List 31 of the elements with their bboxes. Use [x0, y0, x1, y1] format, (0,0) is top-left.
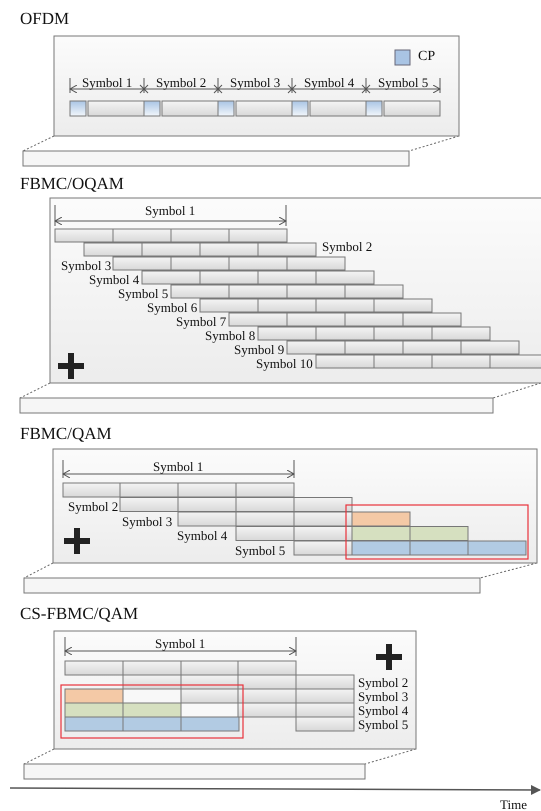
symbol-label: Symbol 3 — [230, 76, 280, 90]
symbol-label: Symbol 5 — [235, 544, 286, 558]
symbol-label: Symbol 4 — [177, 529, 228, 543]
symbol-label: Symbol 5 — [118, 287, 168, 301]
symbol-label: Symbol 2 — [156, 76, 206, 90]
symbol-label: Symbol 4 — [358, 704, 408, 718]
symbol-label: Symbol 1 — [82, 76, 132, 90]
symbol-label: Symbol 3 — [358, 690, 408, 704]
symbol-label: Symbol 3 — [61, 259, 112, 273]
legend-label: CP — [418, 50, 436, 64]
section-title: FBMC/OQAM — [20, 174, 124, 193]
symbol-label: Symbol 9 — [234, 343, 284, 357]
symbol-label: Symbol 6 — [147, 301, 198, 315]
symbol-label: Symbol 4 — [304, 76, 354, 90]
symbol-label: Symbol 7 — [176, 315, 226, 329]
symbol-label: Symbol 1 — [155, 637, 206, 651]
symbol-label: Symbol 2 — [322, 240, 372, 254]
axis-label: Time — [500, 798, 527, 811]
symbol-label: Symbol 2 — [358, 676, 408, 690]
symbol-label: Symbol 1 — [145, 204, 196, 218]
symbol-label: Symbol 5 — [378, 76, 428, 90]
symbol-label: Symbol 4 — [89, 273, 140, 287]
symbol-label: Symbol 8 — [205, 329, 256, 343]
symbol-label: Symbol 3 — [122, 515, 172, 529]
section-title: CS-FBMC/QAM — [20, 604, 138, 623]
symbol-label: Symbol 10 — [256, 357, 313, 371]
symbol-label: Symbol 5 — [358, 718, 408, 732]
symbol-label: Symbol 1 — [153, 460, 204, 474]
section-title: FBMC/QAM — [20, 424, 112, 443]
section-title: OFDM — [20, 9, 70, 28]
symbol-label: Symbol 2 — [68, 500, 118, 514]
